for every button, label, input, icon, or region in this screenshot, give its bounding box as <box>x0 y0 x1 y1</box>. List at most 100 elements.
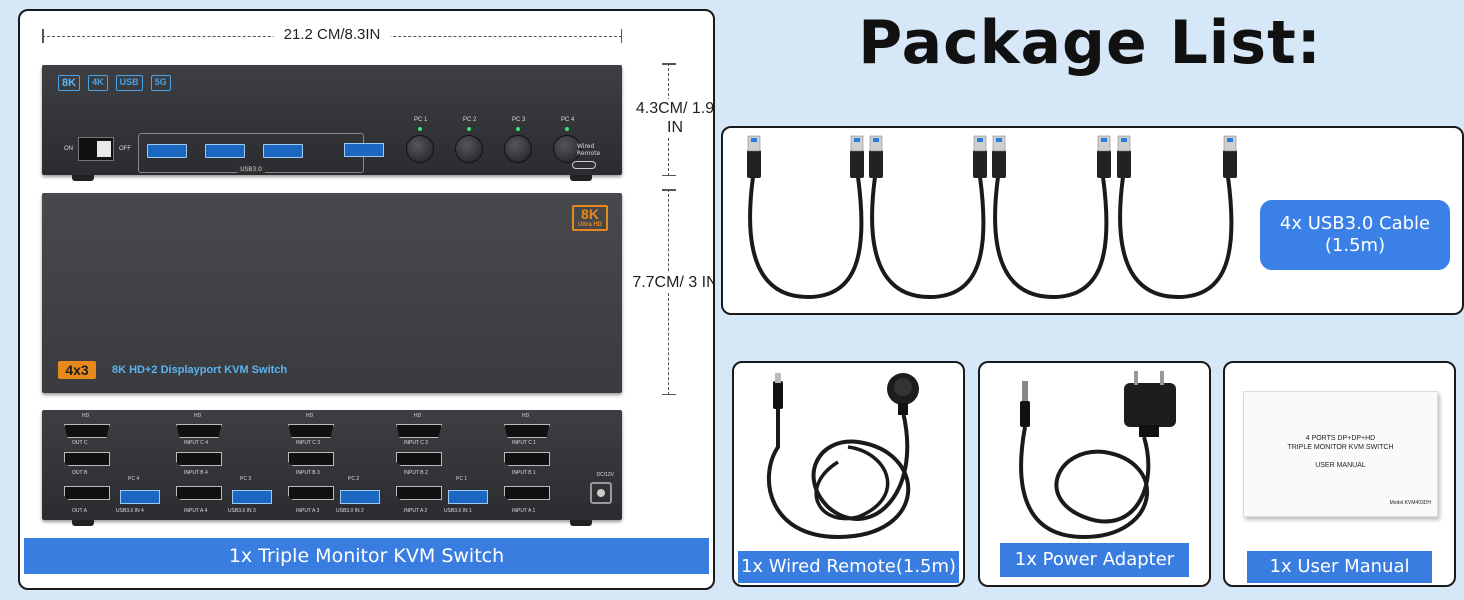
pc-port-label: PC 4 <box>128 476 140 482</box>
manual-model: Model:KVM403DH <box>1389 500 1431 506</box>
usb-hub-label: USB3.0 <box>237 166 265 173</box>
kvm-top-view: 8K Ultra HD 4x3 8K HD+2 Displayport KVM … <box>42 193 622 393</box>
usb-in-label: USB3.0 IN 1 <box>444 508 472 514</box>
hd-label: HD <box>306 413 314 419</box>
page-title: Package List: <box>858 8 1322 78</box>
wired-remote-icon <box>766 373 919 540</box>
user-manual-image: 4 PORTS DP+DP+HD TRIPLE MONITOR KVM SWIT… <box>1243 391 1438 517</box>
kvm-front-view: 8K 4K USB 5G ON OFF USB3.0 PC 1 PC 2 PC … <box>42 65 622 181</box>
manual-line2: TRIPLE MONITOR KVM SWITCH <box>1287 444 1394 451</box>
usb-port-icon <box>120 490 160 504</box>
led-icon <box>418 127 422 131</box>
wired-remote-caption: 1x Wired Remote(1.5m) <box>738 551 959 583</box>
usb-cable-caption: 4x USB3.0 Cable (1.5m) <box>1260 200 1450 270</box>
power-switch: ON OFF <box>64 135 142 163</box>
user-manual-panel: 4 PORTS DP+DP+HD TRIPLE MONITOR KVM SWIT… <box>1223 361 1456 587</box>
usb-port-icon <box>263 144 303 158</box>
port-label: INPUT A 1 <box>512 508 536 514</box>
usb-cable-caption-line2: (1.5m) <box>1324 235 1386 256</box>
hdmi-port-icon <box>396 424 442 438</box>
hd-label: HD <box>522 413 530 419</box>
pc-port-label: PC 3 <box>240 476 252 482</box>
hdmi-port-icon <box>64 424 110 438</box>
badge-5g: 5G <box>150 75 171 91</box>
rocker-switch-icon <box>78 137 114 161</box>
device-model-title: 8K HD+2 Displayport KVM Switch <box>112 364 288 376</box>
hd-label: HD <box>82 413 90 419</box>
front-height-label: 4.3CM/ 1.9 IN <box>632 99 713 137</box>
pc-port-label: PC 2 <box>348 476 360 482</box>
port-label: INPUT C 1 <box>512 440 537 446</box>
port-label: INPUT C 2 <box>404 440 429 446</box>
power-adapter-caption: 1x Power Adapter <box>1000 543 1189 577</box>
badge-usb: USB <box>115 75 143 91</box>
hd-label: HD <box>414 413 422 419</box>
pc1-label: PC 1 <box>414 117 428 123</box>
usb-in-label: USB3.0 IN 3 <box>228 508 256 514</box>
manual-line1: 4 PORTS DP+DP+HD <box>1305 435 1376 442</box>
usb-port-icon <box>448 490 488 504</box>
displayport-icon <box>396 486 442 500</box>
usb-port-icon <box>147 144 187 158</box>
width-dimension-label: 21.2 CM/8.3IN <box>273 26 391 43</box>
hdmi-port-icon <box>176 424 222 438</box>
top-8k-text: 8K <box>581 206 599 222</box>
pc3-label: PC 3 <box>512 117 526 123</box>
displayport-icon <box>64 486 110 500</box>
8k-badge: 8K Ultra HD <box>572 205 608 231</box>
usb-in-label: USB3.0 IN 4 <box>116 508 144 514</box>
led-icon <box>565 127 569 131</box>
remote-port-icon <box>572 161 596 169</box>
dc-jack-icon <box>590 482 612 504</box>
pc2-button <box>455 135 483 163</box>
usb-cable-panel: 4x USB3.0 Cable (1.5m) <box>721 126 1464 315</box>
badge-8k: 8K <box>58 75 81 91</box>
port-label: INPUT B 4 <box>184 470 208 476</box>
dc-label: DC/12V <box>596 472 614 478</box>
port-label: INPUT A 2 <box>404 508 428 514</box>
port-label: OUT B <box>72 470 88 476</box>
port-label: INPUT B 3 <box>296 470 320 476</box>
front-usb-hub: USB3.0 <box>138 133 364 173</box>
pc2-label: PC 2 <box>463 117 477 123</box>
wired-remote-panel: 1x Wired Remote(1.5m) <box>732 361 965 587</box>
user-manual-caption: 1x User Manual <box>1247 551 1432 583</box>
port-label: OUT A <box>72 508 87 514</box>
usb-in-label: USB3.0 IN 2 <box>336 508 364 514</box>
displayport-icon <box>288 486 334 500</box>
port-label: INPUT C 3 <box>296 440 321 446</box>
led-icon <box>516 127 520 131</box>
top-height-dimension <box>662 189 676 395</box>
hdmi-port-icon <box>288 424 334 438</box>
top-height-label: 7.7CM/ 3 IN <box>632 273 713 292</box>
ultra-hd-text: Ultra HD <box>577 222 602 228</box>
displayport-icon <box>288 452 334 466</box>
led-icon <box>467 127 471 131</box>
pc4-label: PC 4 <box>561 117 575 123</box>
usb-port-icon <box>205 144 245 158</box>
switch-off-label: OFF <box>119 146 131 152</box>
displayport-icon <box>504 452 550 466</box>
displayport-icon <box>396 452 442 466</box>
usb-cable-caption-line1: 4x USB3.0 Cable <box>1279 213 1431 234</box>
badge-4k: 4K <box>88 75 108 91</box>
displayport-icon <box>176 452 222 466</box>
usb-port-icon <box>344 143 384 157</box>
usb-port-icon <box>232 490 272 504</box>
usb-cables-icon <box>747 135 1237 300</box>
pc4-button <box>553 135 581 163</box>
wired-remote-label: Wired Remote <box>577 143 601 157</box>
pc3-button <box>504 135 532 163</box>
hdmi-port-icon <box>504 424 550 438</box>
pc-port-label: PC 1 <box>456 476 468 482</box>
displayport-icon <box>504 486 550 500</box>
port-label: INPUT B 2 <box>404 470 428 476</box>
width-dimension: 21.2 CM/8.3IN <box>42 25 622 47</box>
pc1-button <box>406 135 434 163</box>
port-label: INPUT A 3 <box>296 508 320 514</box>
port-label: OUT C <box>72 440 88 446</box>
displayport-icon <box>176 486 222 500</box>
hd-label: HD <box>194 413 202 419</box>
port-label: INPUT B 1 <box>512 470 536 476</box>
